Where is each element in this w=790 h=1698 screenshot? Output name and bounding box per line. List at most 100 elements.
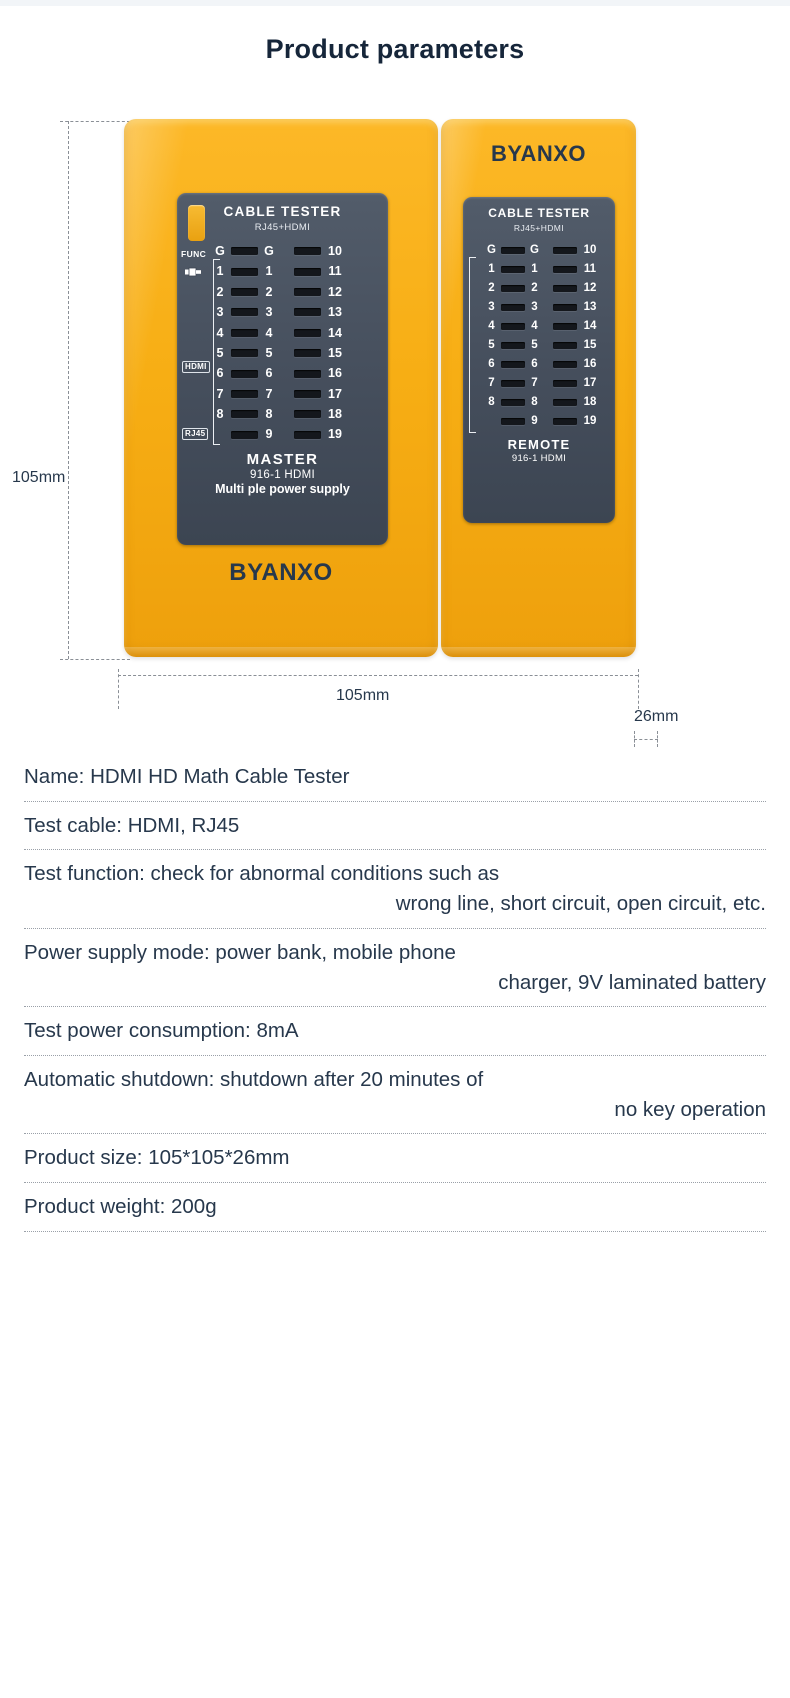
led-indicator (553, 341, 577, 350)
led-left-label: 5 (488, 338, 495, 351)
remote-footer-model: 916-1 HDMI (511, 453, 567, 464)
spec-row: Test function: check for abnormal condit… (24, 850, 766, 929)
led-mid-label: 1 (265, 264, 273, 279)
led-indicator (231, 430, 258, 439)
led-indicator (294, 247, 321, 256)
led-indicator (501, 417, 525, 426)
rj45-tag: RJ45 (182, 428, 209, 440)
page-title: Product parameters (265, 34, 525, 64)
led-indicator (231, 308, 258, 317)
led-right-label: 15 (583, 338, 597, 351)
led-mid-label: 2 (531, 281, 538, 294)
led-mid-label: 3 (531, 300, 538, 313)
spec-row: Product weight: 200g (24, 1183, 766, 1232)
master-brand-logo: BYANXO (229, 559, 333, 586)
led-indicator (501, 322, 525, 331)
led-indicator (231, 247, 258, 256)
master-bracket (213, 259, 220, 445)
led-mid-label: 4 (265, 325, 273, 340)
led-right-label: 14 (583, 319, 597, 332)
led-left-label: 4 (488, 319, 495, 332)
width-dimension-label: 105mm (336, 687, 390, 704)
led-indicator (294, 328, 321, 337)
led-right-label: 18 (328, 407, 342, 422)
remote-footer-main: REMOTE (507, 437, 571, 452)
led-indicator (501, 303, 525, 312)
remote-footer: REMOTE 916-1 HDMI (463, 437, 615, 464)
led-indicator (294, 308, 321, 317)
led-left-label: 1 (488, 262, 495, 275)
spec-text-continued: no key operation (614, 1097, 766, 1121)
product-diagram: 105mm 26mm 105mm FUNC HDMI RJ45 (0, 91, 790, 747)
led-right-label: 17 (583, 376, 597, 389)
remote-brand-logo: BYANXO (490, 141, 587, 166)
led-mid-label: 6 (531, 357, 538, 370)
depth-dim-tick-left (634, 731, 635, 747)
led-right-label: 16 (583, 357, 597, 370)
func-button[interactable] (188, 205, 205, 241)
spec-row: Test power consumption: 8mA (24, 1007, 766, 1057)
led-right-label: 13 (583, 300, 597, 313)
usb-plug-icon (185, 264, 203, 282)
led-right-label: 15 (328, 345, 342, 360)
remote-panel-subtitle: RJ45+HDMI (513, 223, 565, 233)
led-right-label: 13 (328, 305, 342, 320)
depth-dim-line (634, 739, 658, 740)
led-left-label: 7 (216, 386, 224, 401)
spec-text-continued: wrong line, short circuit, open circuit,… (395, 892, 766, 916)
led-mid-label: 8 (265, 407, 273, 422)
led-indicator (501, 246, 525, 255)
led-indicator (553, 246, 577, 255)
led-right-label: 18 (583, 395, 597, 408)
depth-dimension-label: 26mm (634, 708, 679, 725)
led-indicator (231, 410, 258, 419)
master-footer-main: MASTER (246, 450, 319, 468)
spec-row: Product size: 105*105*26mm (24, 1134, 766, 1184)
led-right-label: 12 (328, 284, 342, 299)
height-dim-tick-top (60, 121, 130, 122)
led-right-label: 16 (328, 366, 342, 381)
led-indicator (553, 360, 577, 369)
led-indicator (294, 369, 321, 378)
led-indicator (553, 417, 577, 426)
spec-text: Automatic shutdown: shutdown after 20 mi… (24, 1068, 484, 1092)
spec-text: Name: HDMI HD Math Cable Tester (24, 765, 350, 788)
led-row: 4 4 14 (485, 317, 609, 336)
led-mid-label: 3 (265, 305, 273, 320)
led-indicator (553, 322, 577, 331)
led-left-label: 2 (488, 281, 495, 294)
spec-row: Power supply mode: power bank, mobile ph… (24, 929, 766, 1008)
led-right-label: 11 (328, 264, 342, 279)
led-row: 3 3 13 (213, 302, 382, 322)
led-left-label: 2 (216, 284, 224, 299)
led-indicator (501, 398, 525, 407)
led-indicator (553, 398, 577, 407)
led-right-label: 11 (583, 262, 597, 275)
led-mid-label: 2 (265, 284, 273, 299)
led-indicator (553, 379, 577, 388)
led-indicator (501, 341, 525, 350)
height-dimension-label: 105mm (12, 469, 66, 486)
master-footer: MASTER 916-1 HDMI Multi ple power supply (177, 451, 388, 496)
led-indicator (294, 410, 321, 419)
led-left-label: 3 (216, 305, 224, 320)
led-mid-label: 8 (531, 395, 538, 408)
led-mid-label: 4 (531, 319, 538, 332)
led-indicator (553, 284, 577, 293)
spec-text: Product weight: 200g (24, 1195, 217, 1219)
led-right-label: 19 (583, 414, 597, 427)
